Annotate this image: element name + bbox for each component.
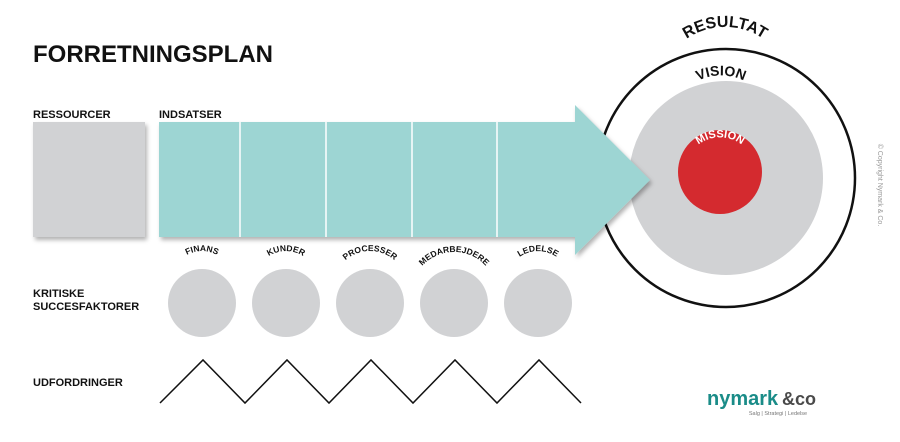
mission-label: MISSION	[694, 128, 747, 147]
mission-circle	[678, 130, 762, 214]
critical-factors-label-1: KRITISKE	[33, 288, 84, 300]
arrow-dividers	[239, 122, 498, 237]
vision-label: VISION	[693, 62, 748, 83]
factor-label: LEDELSE	[515, 243, 560, 259]
result-label: RESULTAT	[680, 14, 770, 43]
factor-circle-processer	[336, 269, 404, 337]
page-title: FORRETNINGSPLAN	[33, 41, 273, 68]
factor-circle-medarbejdere	[420, 269, 488, 337]
nymark-logo: nymark &co Salg | Strategi | Ledelse	[707, 388, 816, 417]
challenges-label: UDFORDRINGER	[33, 377, 123, 389]
challenges-zigzag	[159, 358, 582, 405]
efforts-label: INDSATSER	[159, 109, 222, 121]
factor-circle-finans	[168, 269, 236, 337]
resources-label: RESSOURCER	[33, 109, 111, 121]
logo-name: nymark	[707, 388, 779, 410]
efforts-arrow	[159, 105, 650, 255]
factor-label: MEDARBEJDERE	[417, 244, 492, 268]
factor-label: FINANS	[184, 243, 221, 257]
factor-circle-kunder	[252, 269, 320, 337]
factor-circle-ledelse	[504, 269, 572, 337]
critical-factors: FINANS KUNDER PROCESSER MEDARBEJDERE LED…	[168, 243, 572, 337]
copyright-text: © Copyright Nymark & Co.	[876, 144, 884, 227]
logo-suffix: &co	[782, 389, 816, 409]
factor-label: KUNDER	[265, 243, 307, 258]
logo-tagline: Salg | Strategi | Ledelse	[749, 411, 807, 417]
resources-box	[33, 122, 145, 237]
factor-label: PROCESSER	[341, 243, 400, 262]
critical-factors-label-2: SUCCESFAKTORER	[33, 301, 139, 313]
